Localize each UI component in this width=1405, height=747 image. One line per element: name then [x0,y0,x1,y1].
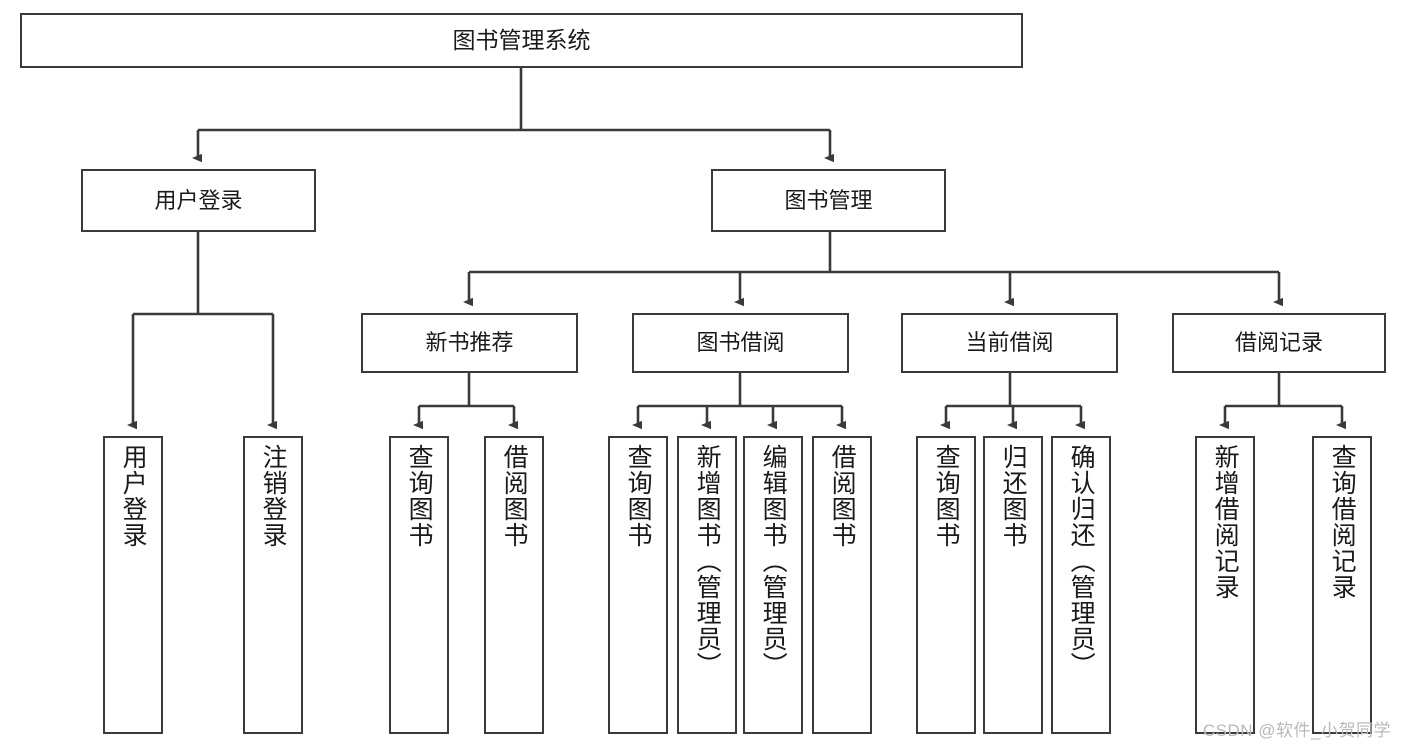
leaf-current-borrow-confirm-return-label: 确认归还（管理员） [1067,444,1096,678]
node-user-login[interactable]: 用户登录 [81,169,316,232]
leaf-current-borrow-query[interactable]: 查询图书 [916,436,976,734]
leaf-book-borrow-add-label: 新增图书（管理员） [693,444,722,678]
leaf-borrow-record-add[interactable]: 新增借阅记录 [1195,436,1255,734]
leaf-book-borrow-query-label: 查询图书 [624,444,653,548]
csdn-watermark: CSDN @软件_小贺同学 [1202,721,1391,740]
leaf-new-book-borrow[interactable]: 借阅图书 [484,436,544,734]
node-book-management[interactable]: 图书管理 [711,169,946,232]
node-book-management-label: 图书管理 [784,187,873,213]
leaf-new-book-query[interactable]: 查询图书 [389,436,449,734]
node-book-borrow-label: 图书借阅 [696,330,785,356]
leaf-user-login-login-label: 用户登录 [119,444,148,548]
leaf-new-book-query-label: 查询图书 [405,444,434,548]
leaf-book-borrow-edit-label: 编辑图书（管理员） [759,444,788,678]
leaf-current-borrow-return-label: 归还图书 [999,444,1028,548]
leaf-user-login-logout-label: 注销登录 [259,444,288,548]
node-new-book-recommend[interactable]: 新书推荐 [361,313,578,373]
leaf-borrow-record-query[interactable]: 查询借阅记录 [1312,436,1372,734]
leaf-book-borrow-edit[interactable]: 编辑图书（管理员） [743,436,803,734]
leaf-user-login-logout[interactable]: 注销登录 [243,436,303,734]
leaf-current-borrow-return[interactable]: 归还图书 [983,436,1043,734]
leaf-book-borrow-add[interactable]: 新增图书（管理员） [677,436,737,734]
node-book-borrow[interactable]: 图书借阅 [632,313,849,373]
node-current-borrow-label: 当前借阅 [965,330,1054,356]
node-borrow-record[interactable]: 借阅记录 [1172,313,1386,373]
node-new-book-recommend-label: 新书推荐 [425,330,514,356]
leaf-book-borrow-borrow[interactable]: 借阅图书 [812,436,872,734]
node-current-borrow[interactable]: 当前借阅 [901,313,1118,373]
leaf-user-login-login[interactable]: 用户登录 [103,436,163,734]
node-root-system[interactable]: 图书管理系统 [20,13,1023,68]
node-root-system-label: 图书管理系统 [452,26,591,53]
leaf-new-book-borrow-label: 借阅图书 [500,444,529,548]
leaf-borrow-record-query-label: 查询借阅记录 [1328,444,1357,600]
node-borrow-record-label: 借阅记录 [1234,330,1323,356]
leaf-book-borrow-borrow-label: 借阅图书 [828,444,857,548]
node-user-login-label: 用户登录 [154,187,243,213]
leaf-borrow-record-add-label: 新增借阅记录 [1211,444,1240,600]
leaf-current-borrow-query-label: 查询图书 [932,444,961,548]
leaf-book-borrow-query[interactable]: 查询图书 [608,436,668,734]
leaf-current-borrow-confirm-return[interactable]: 确认归还（管理员） [1051,436,1111,734]
